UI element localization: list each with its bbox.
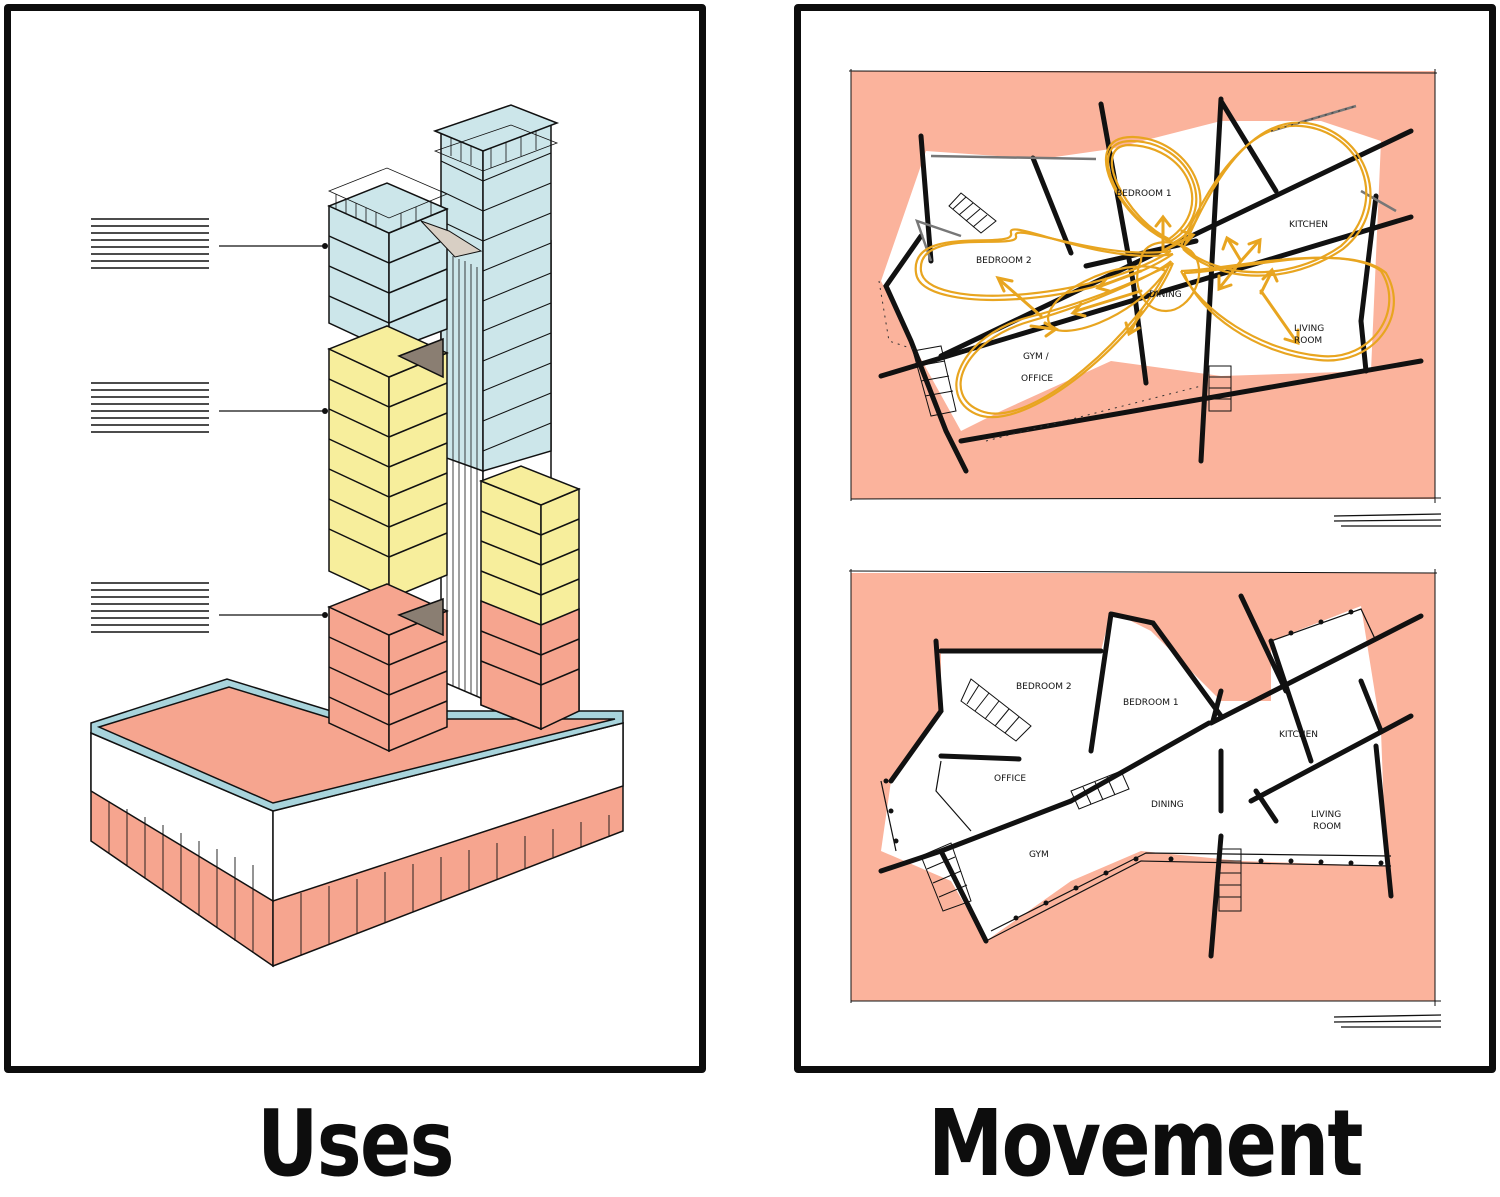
core-floor-lines (440, 152, 552, 452)
podium (90, 678, 624, 968)
upper-label-living-2: ROOM (1294, 336, 1322, 346)
legend-lines-3 (91, 582, 209, 633)
lower-label-living-1: LIVING (1311, 810, 1341, 820)
upper-plan: BEDROOM 1 BEDROOM 2 KITCHEN DINING LIVIN… (848, 69, 1442, 527)
podium-mullions-left (108, 801, 254, 953)
caption-movement: Movement (928, 1090, 1363, 1197)
legend-lines-2 (91, 382, 209, 433)
upper-plan-labels: BEDROOM 1 BEDROOM 2 KITCHEN DINING LIVIN… (976, 189, 1328, 384)
legend-lines-1 (91, 218, 209, 269)
left-tower-upper-railing (327, 167, 449, 228)
uses-axonometric-diagram (90, 104, 624, 968)
lower-plan-dots (883, 609, 1384, 921)
left-tower-lower (327, 583, 449, 753)
core-roof-railing (433, 104, 559, 172)
lower-plan-labels: BEDROOM 2 BEDROOM 1 KITCHEN OFFICE DININ… (994, 682, 1341, 860)
lower-plan-stairs (920, 678, 1242, 912)
upper-label-living-1: LIVING (1294, 324, 1324, 334)
lower-label-bedroom1: BEDROOM 1 (1123, 698, 1179, 708)
uses-panel (4, 4, 706, 1073)
upper-plan-facade-dots (878, 105, 1357, 442)
upper-plan-stairs (912, 192, 1232, 417)
lower-label-kitchen: KITCHEN (1279, 730, 1318, 740)
upper-label-gym-2: OFFICE (1021, 374, 1053, 384)
upper-label-bedroom1: BEDROOM 1 (1116, 189, 1172, 199)
upper-label-dining: DINING (1149, 290, 1182, 300)
lower-plan-facade-dots (880, 608, 1392, 942)
sky-bridge (420, 220, 483, 258)
upper-label-kitchen: KITCHEN (1289, 220, 1328, 230)
upper-plan-scale-lines (1333, 513, 1442, 527)
lower-plan: BEDROOM 2 BEDROOM 1 KITCHEN OFFICE DININ… (848, 569, 1442, 1028)
lower-plan-scale-lines (1333, 1014, 1442, 1028)
lower-plan-walls (878, 593, 1424, 959)
lower-label-living-2: ROOM (1313, 822, 1341, 832)
lower-label-dining: DINING (1151, 800, 1184, 810)
lower-label-bedroom2: BEDROOM 2 (1016, 682, 1072, 692)
movement-panel: BEDROOM 1 BEDROOM 2 KITCHEN DINING LIVIN… (794, 4, 1496, 1073)
caption-uses: Uses (257, 1090, 454, 1197)
left-tower-upper (327, 182, 449, 353)
lower-label-office: OFFICE (994, 774, 1026, 784)
upper-plan-movement-arrows (995, 214, 1300, 346)
left-tower-middle (327, 325, 449, 601)
lower-label-gym: GYM (1029, 850, 1049, 860)
podium-mullions-right (300, 815, 610, 955)
upper-label-bedroom2: BEDROOM 2 (976, 256, 1032, 266)
movement-plans: BEDROOM 1 BEDROOM 2 KITCHEN DINING LIVIN… (848, 69, 1442, 1028)
right-tower (478, 465, 581, 731)
upper-plan-movement-paths (914, 121, 1395, 419)
upper-label-gym-1: GYM / (1023, 352, 1050, 362)
lower-plan-floor (881, 606, 1386, 941)
